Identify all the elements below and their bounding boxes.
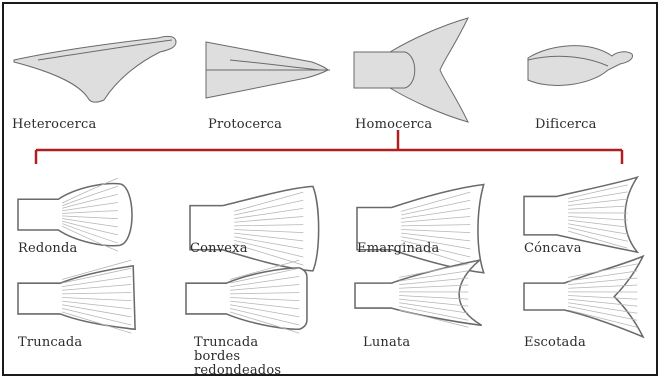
fin-outline bbox=[18, 184, 132, 246]
label-concava: Cóncava bbox=[524, 242, 582, 256]
protocercal-tail bbox=[206, 42, 330, 98]
label-dificerca: Dificerca bbox=[535, 118, 597, 132]
label-convexa: Convexa bbox=[190, 242, 248, 256]
label-truncada: Truncada bbox=[18, 336, 82, 350]
label-emarginada: Emarginada bbox=[357, 242, 439, 256]
fin-convexa bbox=[190, 186, 319, 270]
fin-emarginada bbox=[357, 184, 484, 272]
label-escotada: Escotada bbox=[524, 336, 586, 350]
label-heterocerca: Heterocerca bbox=[12, 118, 96, 132]
fin-truncada bbox=[18, 260, 135, 333]
fin-outline bbox=[357, 184, 484, 272]
fin-truncada-bordes-redondeados bbox=[186, 260, 307, 333]
fin-escotada bbox=[524, 256, 643, 337]
label-homocerca: Homocerca bbox=[355, 118, 432, 132]
fin-outline bbox=[355, 260, 482, 325]
fin-lunata bbox=[355, 260, 482, 327]
homocercal-tail bbox=[354, 18, 468, 122]
label-protocerca: Protocerca bbox=[208, 118, 282, 132]
fin-outline bbox=[190, 186, 319, 270]
label-lunata: Lunata bbox=[363, 336, 410, 350]
homocerca-connector bbox=[36, 130, 622, 164]
diphycercal-tail bbox=[528, 46, 633, 86]
heterocercal-tail bbox=[14, 36, 176, 102]
homocercal-fin-shapes bbox=[18, 177, 643, 337]
label-redonda: Redonda bbox=[18, 242, 77, 256]
label-truncada-bordes-redondeados: Truncada bordes redondeados bbox=[194, 336, 281, 378]
